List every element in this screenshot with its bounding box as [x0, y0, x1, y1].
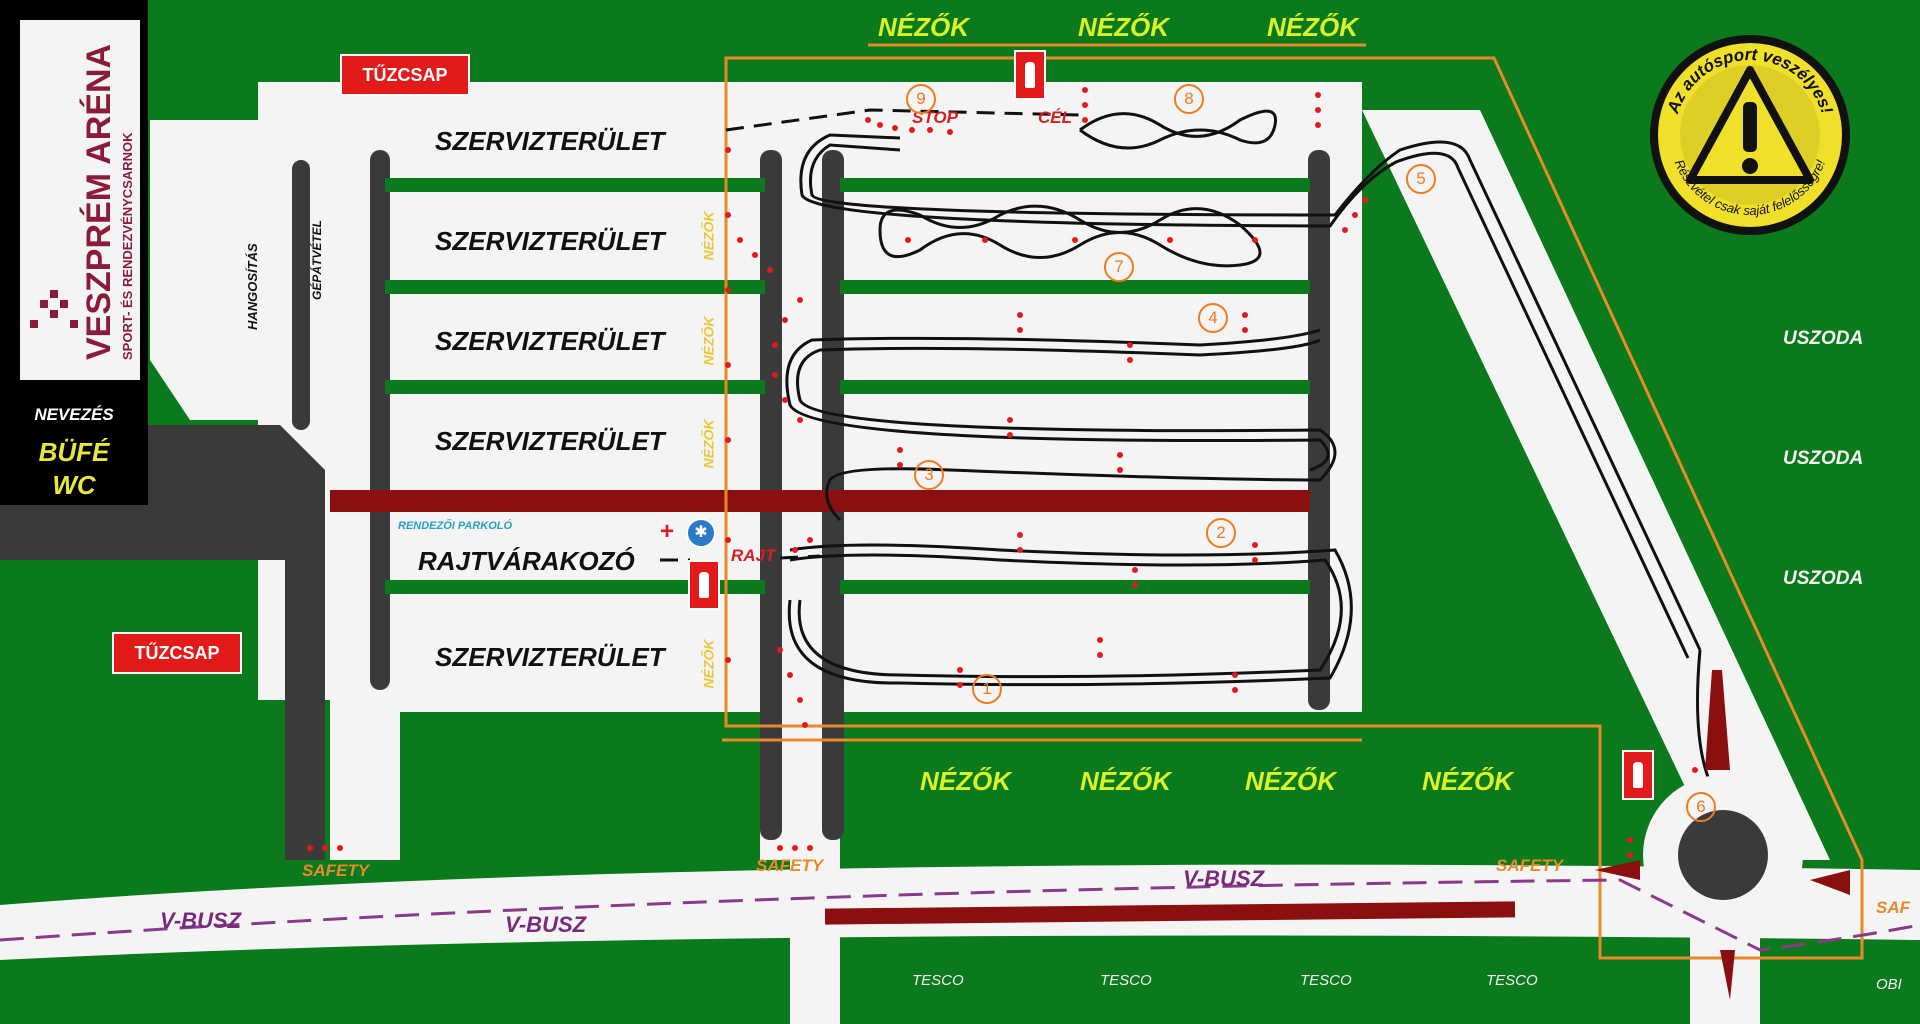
warning-badge: Az autósport veszélyes! Részvétel csak s… — [1650, 35, 1850, 235]
figure-8 — [1079, 109, 1278, 150]
spectator-label: NÉZŐK — [920, 766, 1011, 796]
safety-label: SAF — [1876, 898, 1910, 917]
service-area-label: SZERVIZTERÜLET — [435, 226, 665, 256]
ambulance-icon: ✱ — [686, 518, 716, 548]
start-label: RAJT — [731, 546, 776, 565]
safety-label: SAFETY — [302, 861, 370, 880]
logo-sub-text: SPORT- ÉS RENDEZVÉNYCSARNOK — [120, 132, 135, 360]
roundabout-splitter — [1595, 860, 1640, 880]
vbusz-label: V-BUSZ — [505, 912, 587, 937]
maroon-lane — [330, 490, 1310, 512]
course-marker: 3 — [914, 460, 944, 490]
uszoda-label: USZODA — [1783, 328, 1864, 349]
organizer-parking-label: RENDEZŐI PARKOLÓ — [398, 520, 513, 532]
nevezes-label: NEVEZÉS — [34, 405, 114, 424]
start-waiting-label: RAJTVÁRAKOZÓ — [418, 546, 635, 576]
service-area-label: SZERVIZTERÜLET — [435, 326, 665, 356]
vbusz-label: V-BUSZ — [160, 908, 242, 933]
dashed-connector — [660, 108, 1081, 562]
spectator-label: NÉZŐK — [1422, 766, 1513, 796]
arena-logo: VESZPRÉM ARÉNA SPORT- ÉS RENDEZVÉNYCSARN… — [20, 20, 140, 380]
wc-label: WC — [52, 470, 96, 500]
logo-main-text: VESZPRÉM ARÉNA — [80, 44, 118, 360]
cone-markers — [307, 87, 1698, 858]
paddock-area — [258, 82, 1362, 860]
uszoda-label: USZODA — [1783, 448, 1864, 469]
spectator-side-label: NÉZŐK — [700, 419, 717, 469]
left-curb-area — [150, 120, 258, 420]
course-marker: 5 — [1406, 164, 1436, 194]
uszoda-label: USZODA — [1783, 568, 1864, 589]
obi-label: OBI — [1876, 976, 1902, 993]
arena-driveway — [0, 425, 325, 860]
fire-hydrant-sign: TŰZCSAP — [112, 632, 242, 674]
course-marker: 1 — [972, 674, 1002, 704]
course-marker: 8 — [1174, 84, 1204, 114]
first-aid-icon: + — [660, 518, 675, 545]
course-marker: 6 — [1686, 792, 1716, 822]
spectator-side-label: NÉZŐK — [700, 211, 717, 261]
vbusz-route — [0, 878, 1920, 952]
service-area-label: SZERVIZTERÜLET — [435, 642, 665, 672]
road-to-tesco — [790, 860, 840, 1024]
spectator-label: NÉZŐK — [1267, 12, 1358, 42]
course-marker: 2 — [1206, 518, 1236, 548]
spectator-side-label: NÉZŐK — [700, 639, 717, 689]
spectator-label: NÉZŐK — [1080, 766, 1171, 796]
safety-label: SAFETY — [1496, 856, 1564, 875]
fire-extinguisher-icon — [1014, 50, 1046, 100]
spectator-label: NÉZŐK — [878, 12, 969, 42]
roundabout-splitter — [1720, 950, 1735, 1000]
pit-kerb — [292, 160, 310, 430]
course-track — [785, 133, 1722, 801]
fire-hydrant-sign: TŰZCSAP — [340, 54, 470, 96]
roundabout-island — [1678, 810, 1768, 900]
fire-extinguisher-icon — [688, 560, 720, 610]
lane-dividers — [385, 178, 1310, 594]
roundabout-splitter — [1705, 670, 1730, 770]
bufe-label: BÜFÉ — [38, 437, 110, 467]
course-marker: 9 — [906, 84, 936, 114]
tesco-label: TESCO — [912, 972, 964, 989]
spectator-label: NÉZŐK — [1078, 12, 1169, 42]
fire-extinguisher-icon — [1622, 750, 1654, 800]
tesco-label: TESCO — [1100, 972, 1152, 989]
vbusz-label: V-BUSZ — [1183, 866, 1265, 891]
tesco-label: TESCO — [1486, 972, 1538, 989]
service-area-label: SZERVIZTERÜLET — [435, 126, 665, 156]
service-barrier — [370, 150, 390, 690]
service-area-label: SZERVIZTERÜLET — [435, 426, 665, 456]
spectator-side-label: NÉZŐK — [700, 316, 717, 366]
slalom-7 — [878, 204, 1262, 268]
finish-label: CÉL — [1038, 108, 1072, 127]
roundabout-splitter — [1810, 870, 1850, 895]
hangositas-label: HANGOSÍTÁS — [245, 243, 260, 330]
gepatvetel-label: GÉPÁTVÉTEL — [310, 219, 324, 300]
spectator-label: NÉZŐK — [1245, 766, 1336, 796]
safety-label: SAFETY — [756, 856, 824, 875]
course-marker: 4 — [1198, 303, 1228, 333]
maroon-curb — [824, 901, 1516, 925]
course-marker: 7 — [1104, 252, 1134, 282]
tesco-label: TESCO — [1300, 972, 1352, 989]
arena-sidebar: VESZPRÉM ARÉNA SPORT- ÉS RENDEZVÉNYCSARN… — [0, 0, 148, 505]
